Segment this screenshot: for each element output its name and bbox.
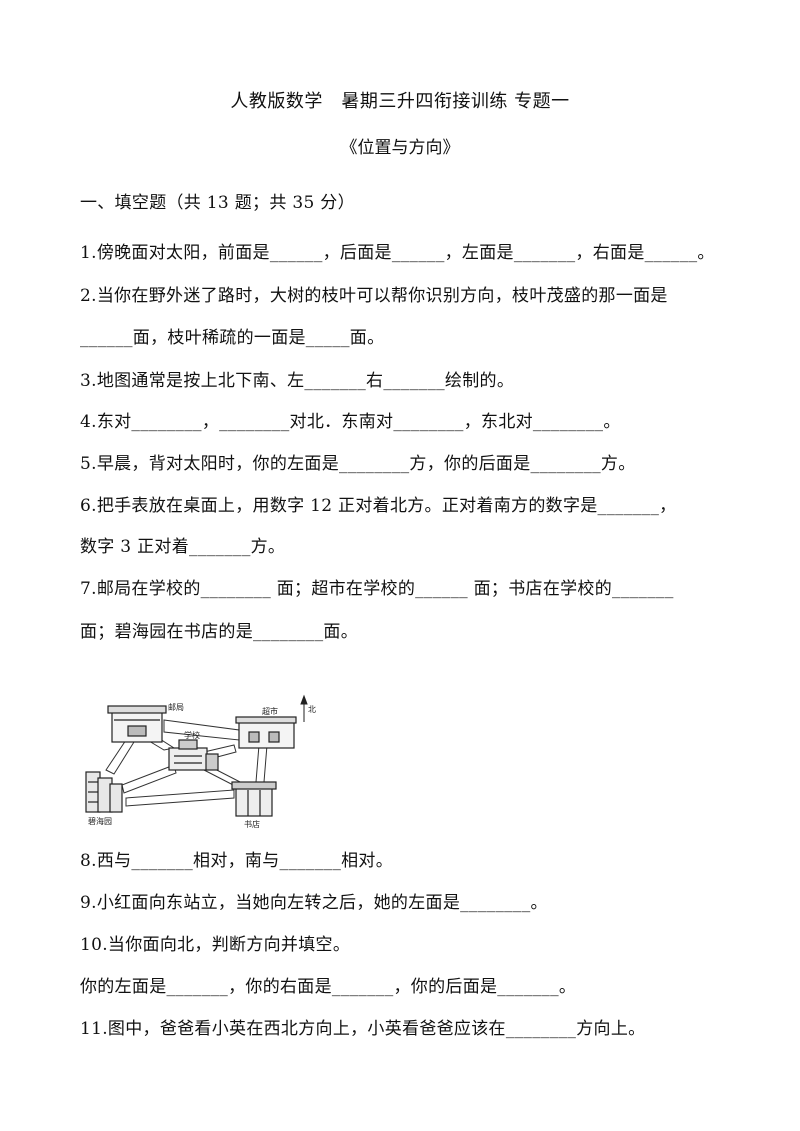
road-school-to-bihaiyuan: [121, 764, 177, 794]
page-subtitle: 《位置与方向》: [340, 138, 460, 158]
section-heading: 一、填空题（共 13 题；共 35 分）: [80, 193, 355, 213]
question-4: 4.东对________，________对北．东南对________，东北对_…: [80, 412, 621, 432]
question-6-line-1: 6.把手表放在桌面上，用数字 12 正对着北方。正对着南方的数字是_______…: [80, 496, 677, 516]
question-2-line-2: ______面，枝叶稀疏的一面是_____面。: [80, 328, 385, 348]
page-title: 人教版数学 暑期三升四衔接训练 专题一: [230, 91, 570, 112]
school-building: [168, 739, 219, 771]
question-9: 9.小红面向东站立，当她向左转之后，她的左面是________。: [80, 893, 548, 913]
location-map-svg: 北 邮局 超市 学校 碧海园 书店: [85, 694, 316, 829]
question-1: 1.傍晚面对太阳，前面是______，后面是______，左面是_______，…: [80, 243, 715, 263]
location-map-figure: 北 邮局 超市 学校 碧海园 书店: [84, 690, 334, 830]
question-8: 8.西与_______相对，南与_______相对。: [80, 851, 394, 871]
question-10-line-2: 你的左面是_______，你的右面是_______，你的后面是_______。: [80, 977, 577, 997]
road-bihaiyuan-to-bookstore: [125, 789, 235, 807]
question-2-line-1: 2.当你在野外迷了路时，大树的枝叶可以帮你识别方向，枝叶茂盛的那一面是: [80, 286, 668, 306]
post-office-label: 邮局: [168, 702, 184, 712]
bihaiyuan-label: 碧海园: [88, 816, 112, 826]
question-6-line-2: 数字 3 正对着_______方。: [80, 537, 286, 557]
bookstore-label: 书店: [244, 819, 260, 829]
road-post-to-supermarket: [163, 719, 240, 741]
north-arrow-icon: [300, 694, 308, 722]
question-7-line-2: 面；碧海园在书店的是________面。: [80, 622, 358, 642]
question-7-line-1: 7.邮局在学校的________ 面；超市在学校的______ 面；书店在学校的…: [80, 579, 674, 599]
question-11: 11.图中，爸爸看小英在西北方向上，小英看爸爸应该在________方向上。: [80, 1019, 646, 1039]
road-supermarket-to-bookstore: [255, 744, 268, 783]
supermarket-building: [235, 716, 297, 749]
question-3: 3.地图通常是按上北下南、左_______右_______绘制的。: [80, 371, 515, 391]
road-post-to-bihaiyuan: [105, 739, 135, 775]
north-label: 北: [308, 705, 316, 714]
question-10-line-1: 10.当你面向北，判断方向并填空。: [80, 935, 351, 955]
supermarket-label: 超市: [262, 706, 278, 716]
question-5: 5.早晨，背对太阳时，你的左面是________方，你的后面是________方…: [80, 454, 636, 474]
school-label: 学校: [184, 730, 200, 740]
post-office-building: [107, 705, 167, 743]
bookstore-building: [231, 781, 277, 817]
bihaiyuan-building: [85, 771, 123, 813]
